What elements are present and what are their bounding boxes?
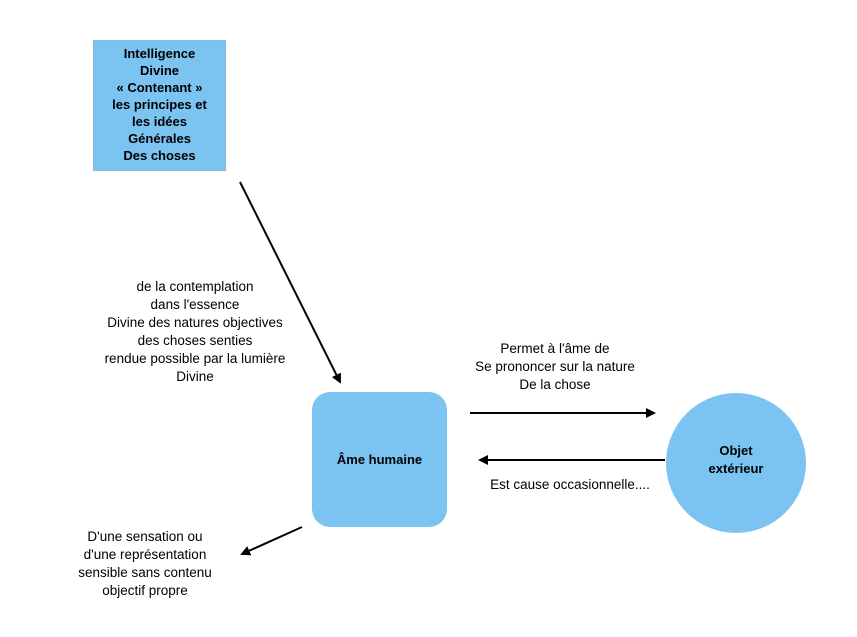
intelligence-line: « Contenant » bbox=[116, 79, 203, 95]
intelligence-line: les principes et bbox=[112, 96, 207, 112]
permet-line: De la chose bbox=[519, 377, 591, 392]
permet-line: Se prononcer sur la nature bbox=[475, 359, 635, 374]
intelligence-node-text: Intelligence Divine « Contenant » les pr… bbox=[112, 45, 207, 164]
permet-line: Permet à l'âme de bbox=[500, 341, 610, 356]
objet-exterieur-node: Objet extérieur bbox=[666, 393, 806, 533]
objet-node-text: Objet extérieur bbox=[709, 442, 764, 478]
intelligence-line: les idées bbox=[132, 113, 187, 129]
intelligence-line: Générales bbox=[128, 130, 191, 146]
cause-label: Est cause occasionnelle.... bbox=[470, 476, 670, 494]
intelligence-line: Divine bbox=[139, 62, 179, 78]
sensation-line: D'une sensation ou bbox=[87, 529, 203, 544]
contemplation-line: Divine bbox=[176, 369, 214, 384]
sensation-line: d'une représentation bbox=[83, 547, 207, 562]
objet-line: extérieur bbox=[708, 461, 764, 476]
contemplation-line: de la contemplation bbox=[136, 279, 254, 294]
permet-label: Permet à l'âme de Se prononcer sur la na… bbox=[440, 340, 670, 394]
sensation-label: D'une sensation ou d'une représentation … bbox=[50, 528, 240, 600]
objet-line: Objet bbox=[719, 443, 753, 458]
contemplation-line: dans l'essence bbox=[150, 297, 240, 312]
intelligence-line: Des choses bbox=[123, 147, 196, 163]
intelligence-line: Intelligence bbox=[123, 45, 196, 61]
ame-humaine-label: Âme humaine bbox=[336, 452, 423, 467]
cause-line: Est cause occasionnelle.... bbox=[490, 477, 650, 492]
intelligence-divine-node: Intelligence Divine « Contenant » les pr… bbox=[93, 40, 226, 171]
sensation-line: sensible sans contenu bbox=[78, 565, 212, 580]
arrow-ame-to-sensation bbox=[240, 526, 303, 556]
contemplation-line: Divine des natures objectives bbox=[107, 315, 283, 330]
contemplation-line: rendue possible par la lumière bbox=[104, 351, 286, 366]
sensation-line: objectif propre bbox=[102, 583, 188, 598]
contemplation-label: de la contemplation dans l'essence Divin… bbox=[90, 278, 300, 386]
contemplation-line: des choses senties bbox=[137, 333, 253, 348]
ame-humaine-node: Âme humaine bbox=[312, 392, 447, 527]
